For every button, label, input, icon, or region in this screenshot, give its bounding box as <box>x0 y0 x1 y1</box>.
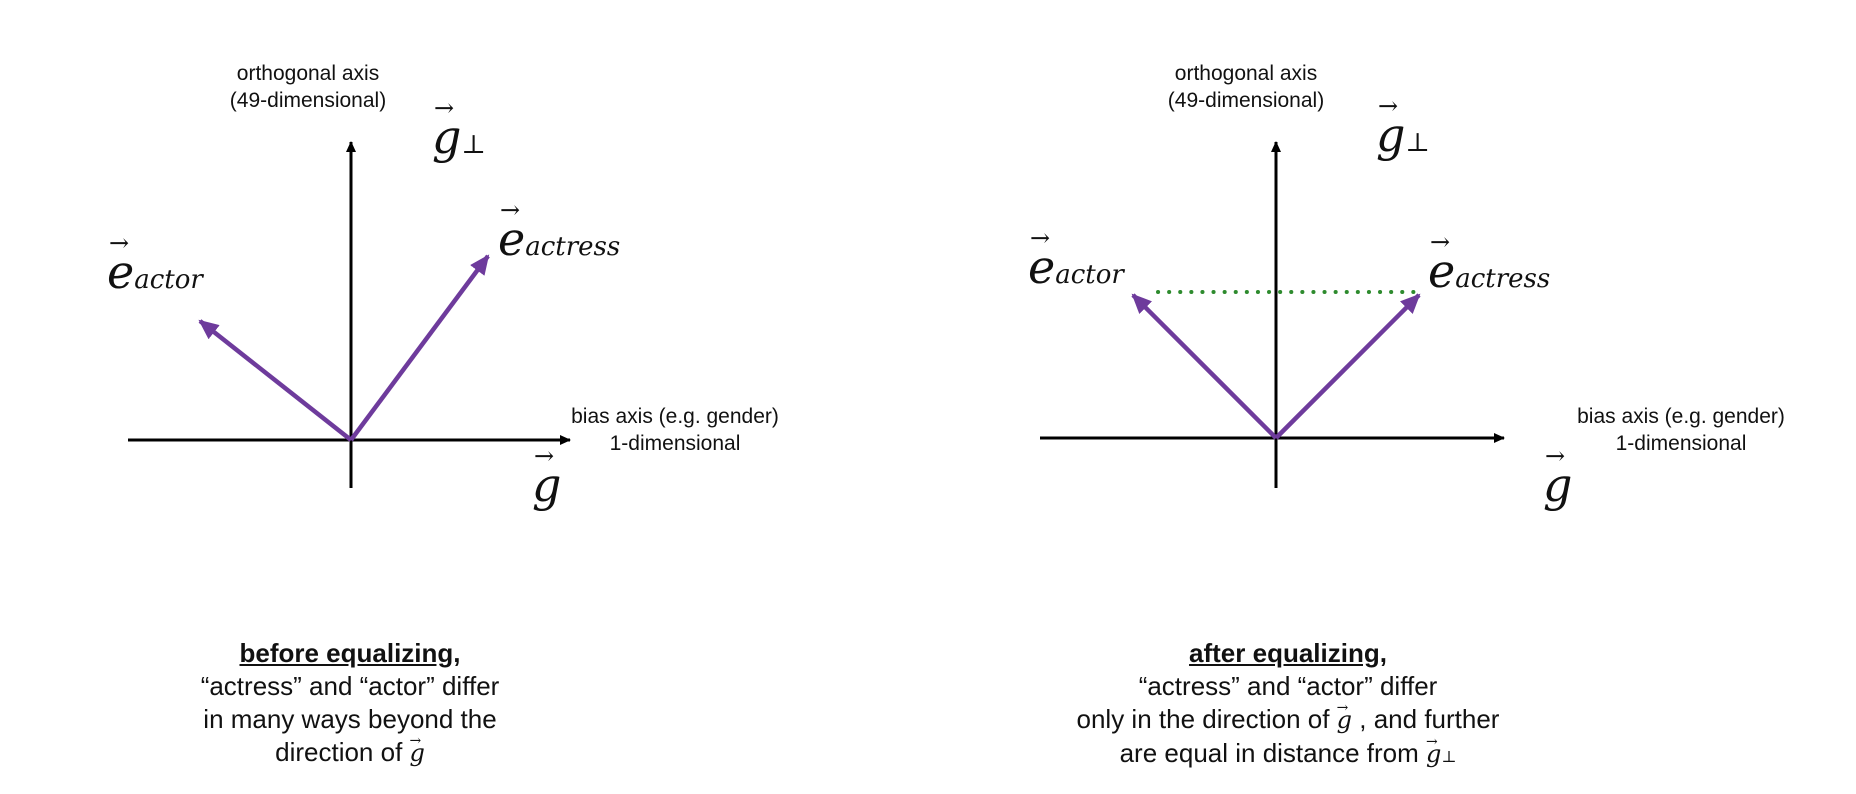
actor-vector-sub: actor <box>1055 260 1124 290</box>
before-caption: before equalizing, “actress” and “actor”… <box>150 637 550 770</box>
orthogonal-axis-label-line1: orthogonal axis <box>1174 62 1318 85</box>
bias-vector-base: g <box>1543 442 1572 512</box>
actor-vector-arrow <box>1131 293 1278 440</box>
actor-vector-sub: actor <box>134 265 203 295</box>
caption-line1: “actress” and “actor” differ <box>200 671 500 701</box>
bias-axis-label-line2: 1-dimensional <box>1615 432 1747 455</box>
caption-heading: before equalizing, <box>239 638 461 668</box>
caption-line1: “actress” and “actor” differ <box>1138 671 1438 701</box>
caption-line3-text: are equal in distance from <box>1119 738 1426 768</box>
bias-axis-label-line1: bias axis (e.g. gender) <box>571 405 779 428</box>
actor-vector-arrow <box>198 319 353 442</box>
bias-axis-label: bias axis (e.g. gender) 1-dimensional <box>1551 403 1811 457</box>
before-panel: orthogonal axis (49-dimensional) g⊥ bias… <box>0 0 928 794</box>
orthogonal-vector-label: g⊥ <box>432 94 486 164</box>
orthogonal-vector-base: g <box>1376 92 1405 162</box>
orthogonal-vector-label: g⊥ <box>1376 92 1430 162</box>
actor-vector-label: eactor <box>1028 224 1124 294</box>
actress-vector-base: e <box>1428 228 1455 298</box>
actress-vector-sub: actress <box>1455 264 1551 294</box>
caption-perp-sub: ⊥ <box>1441 747 1457 766</box>
after-caption: after equalizing, “actress” and “actor” … <box>1008 637 1568 773</box>
caption-line3-text: direction of <box>275 737 410 767</box>
actor-vector-label: eactor <box>107 229 203 299</box>
caption-line2: only in the direction of g , and further <box>1008 692 1568 737</box>
bias-vector-base: g <box>532 442 561 512</box>
actor-vector-base: e <box>1028 224 1055 294</box>
actress-vector-arrow <box>1274 293 1421 440</box>
orthogonal-axis-label-line2: (49-dimensional) <box>1167 89 1325 112</box>
actress-vector-label: eactress <box>498 196 621 266</box>
actor-vector-base: e <box>107 229 134 299</box>
orthogonal-axis-label-line1: orthogonal axis <box>236 62 380 85</box>
bias-axis-label: bias axis (e.g. gender) 1-dimensional <box>545 403 805 457</box>
caption-g-vector: g <box>410 725 425 770</box>
orthogonal-axis-label: orthogonal axis (49-dimensional) <box>1146 60 1346 114</box>
caption-line2: in many ways beyond the <box>203 704 497 734</box>
bias-axis-label-line1: bias axis (e.g. gender) <box>1577 405 1785 428</box>
caption-line3: are equal in distance from g⊥ <box>1008 726 1568 773</box>
caption-line2-text: only in the direction of <box>1076 704 1337 734</box>
orthogonal-vector-sub: ⊥ <box>1405 128 1430 158</box>
after-panel: orthogonal axis (49-dimensional) g⊥ bias… <box>928 0 1856 794</box>
orthogonal-vector-sub: ⊥ <box>461 130 486 160</box>
caption-g-vector: g <box>1337 692 1352 737</box>
bias-vector-label: g <box>1543 442 1572 512</box>
actress-vector-label: eactress <box>1428 228 1551 298</box>
caption-g-perp-vector: g <box>1426 726 1441 771</box>
bias-axis-label-line2: 1-dimensional <box>609 432 741 455</box>
orthogonal-axis-label-line2: (49-dimensional) <box>229 89 387 112</box>
orthogonal-vector-base: g <box>432 94 461 164</box>
after-diagram <box>1040 141 1505 488</box>
caption-heading: after equalizing, <box>1189 638 1387 668</box>
before-diagram <box>128 141 571 488</box>
actress-vector-sub: actress <box>525 232 621 262</box>
caption-line3: direction of g <box>150 725 550 770</box>
bias-vector-label: g <box>532 442 561 512</box>
actress-vector-arrow <box>349 254 490 442</box>
orthogonal-axis-label: orthogonal axis (49-dimensional) <box>208 60 408 114</box>
actress-vector-base: e <box>498 196 525 266</box>
